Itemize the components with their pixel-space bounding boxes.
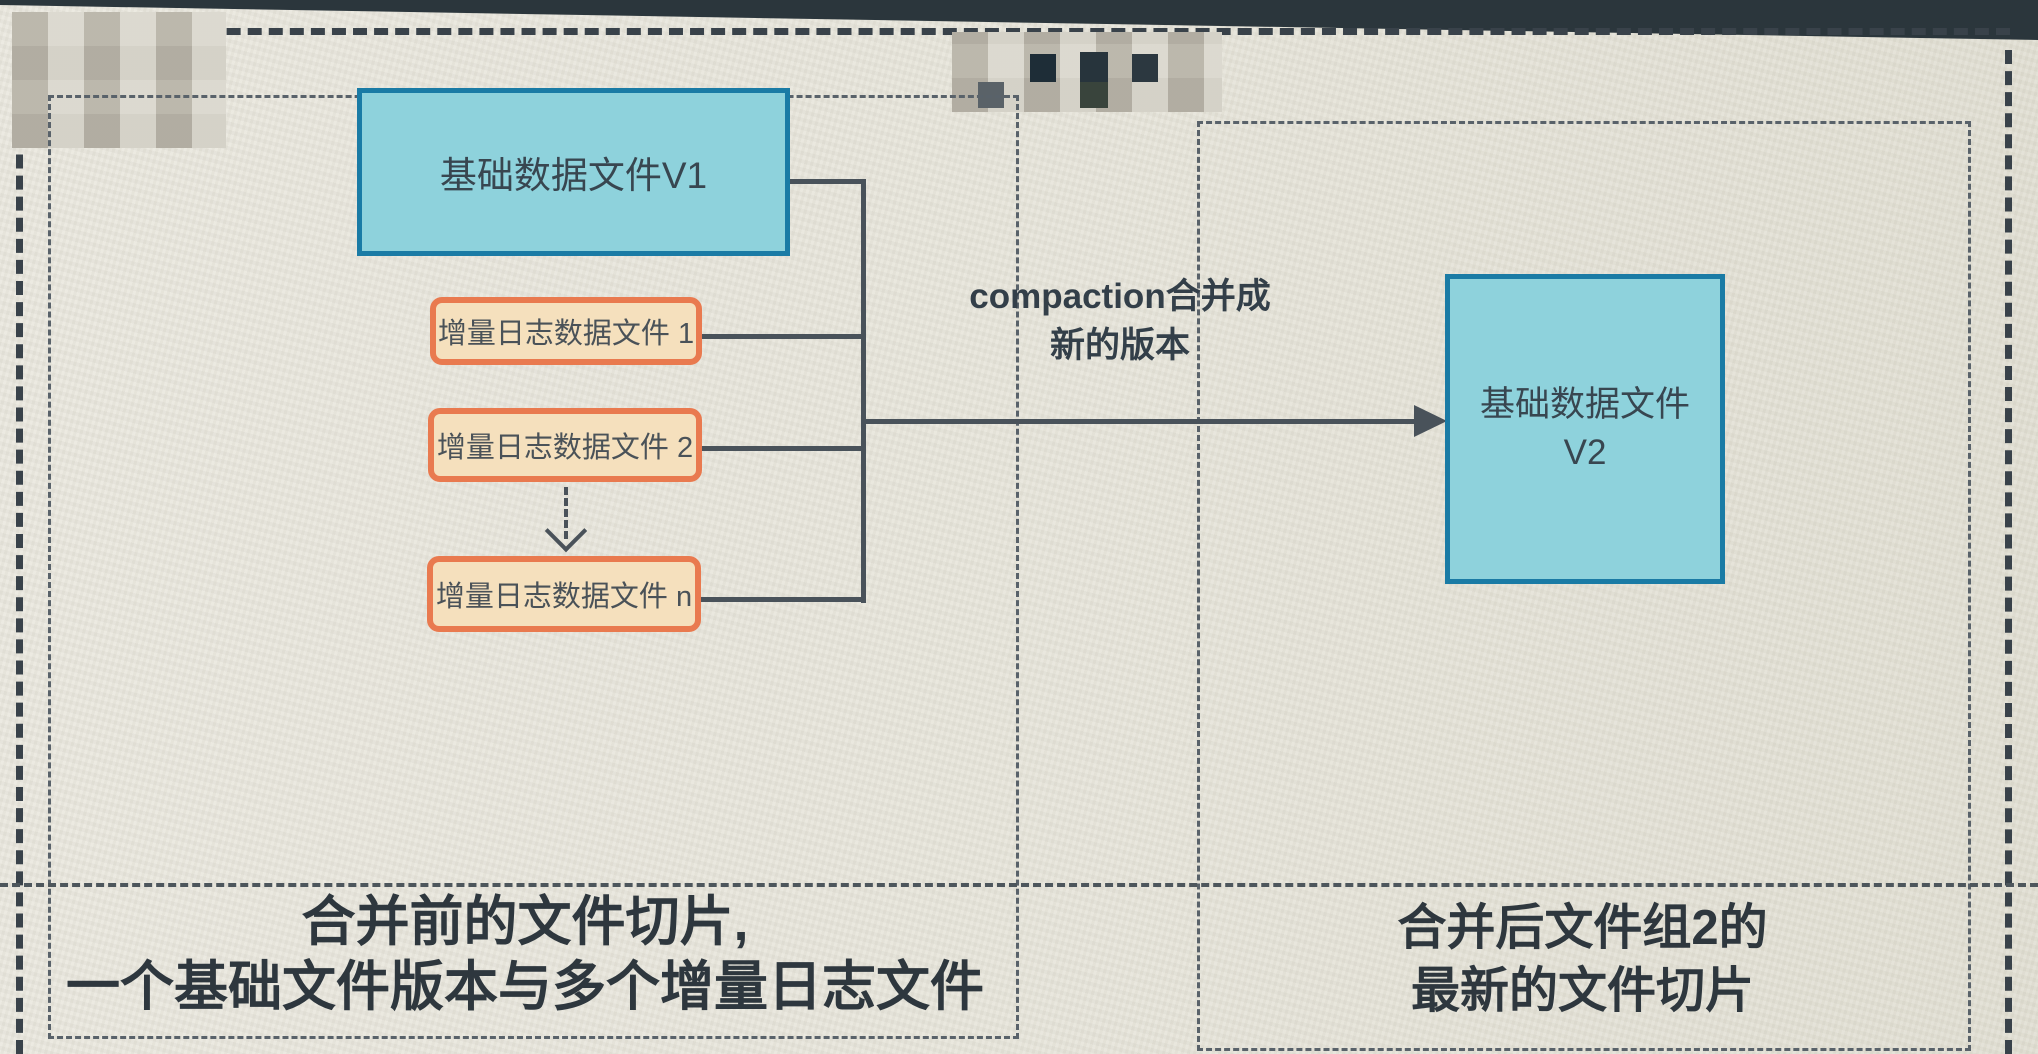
- outer-dashed-border-left: [16, 28, 23, 1054]
- log-file-n-label: 增量日志数据文件 n: [435, 581, 693, 613]
- log-file-1-label: 增量日志数据文件 1: [437, 318, 695, 350]
- outer-dashed-border-top: [16, 28, 2010, 35]
- censored-cell: [1030, 54, 1056, 82]
- base-file-v1-box: 基础数据文件V1: [357, 88, 790, 256]
- censored-block-top-left: [12, 12, 226, 148]
- log-file-1-box: 增量日志数据文件 1: [430, 297, 702, 365]
- compaction-arrow-line: [861, 419, 1414, 424]
- right-arrowhead-icon: [1414, 405, 1447, 437]
- caption-before-line1: 合并前的文件切片,: [301, 892, 749, 952]
- caption-divider-line: [0, 883, 2038, 887]
- censored-block-top-center: [952, 32, 1222, 112]
- log-file-2-box: 增量日志数据文件 2: [428, 408, 702, 482]
- log-file-n-box: 增量日志数据文件 n: [427, 556, 701, 632]
- base-file-v2-label-line1: 基础数据文件: [1479, 385, 1690, 424]
- region-after-compaction: [1197, 121, 1971, 1051]
- caption-after-line2: 最新的文件切片: [1410, 964, 1754, 1018]
- connector-log1: [702, 334, 864, 339]
- connector-v1: [790, 179, 865, 184]
- censored-cell: [1080, 52, 1108, 82]
- base-file-v2-label-line2: V2: [1563, 433, 1607, 472]
- caption-after-compaction: 合并后文件组2的 最新的文件切片: [1200, 897, 1965, 1023]
- base-file-v2-box: 基础数据文件 V2: [1445, 274, 1725, 584]
- compaction-label-line2: 新的版本: [1049, 326, 1190, 365]
- base-file-v1-label: 基础数据文件V1: [439, 155, 708, 196]
- caption-before-compaction: 合并前的文件切片, 一个基础文件版本与多个增量日志文件: [30, 890, 1020, 1020]
- connector-logn: [701, 597, 864, 602]
- compaction-label: compaction合并成 新的版本: [900, 272, 1340, 370]
- caption-after-line1: 合并后文件组2的: [1397, 901, 1768, 955]
- compaction-label-line1: compaction合并成: [969, 277, 1271, 316]
- dashed-continuation-arrow: [564, 487, 568, 539]
- censored-cell: [1132, 54, 1158, 82]
- log-file-2-label: 增量日志数据文件 2: [436, 432, 694, 464]
- connector-log2: [702, 446, 864, 451]
- caption-before-line2: 一个基础文件版本与多个增量日志文件: [66, 957, 984, 1017]
- censored-cell: [1080, 82, 1108, 108]
- connector-bus: [861, 179, 866, 603]
- outer-dashed-border-right: [2005, 50, 2012, 1054]
